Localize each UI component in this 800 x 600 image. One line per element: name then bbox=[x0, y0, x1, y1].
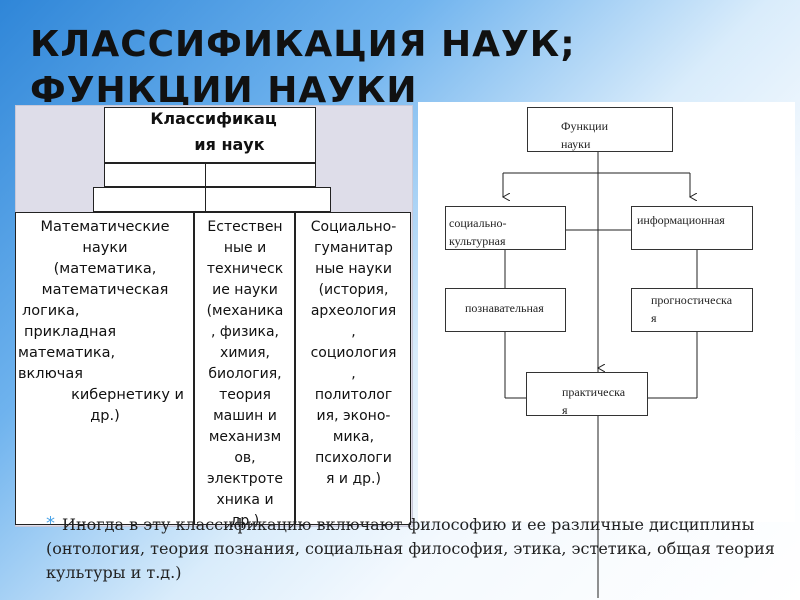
social-sciences-text: Социально- гуманитар ные науки (история,… bbox=[296, 217, 411, 490]
informational-box bbox=[631, 206, 753, 250]
math-line: математическая bbox=[41, 282, 169, 298]
social-line: психологи bbox=[315, 450, 392, 466]
practical-line-1: практическа bbox=[562, 385, 626, 399]
natural-line: ов, bbox=[234, 450, 256, 466]
natural-line: хника и bbox=[216, 492, 274, 508]
social-line: археология bbox=[310, 303, 397, 319]
functions-root-box bbox=[527, 107, 673, 152]
social-line: гуманитар bbox=[314, 240, 393, 256]
social-cultural-line-2: культурная bbox=[449, 234, 506, 248]
classification-bracket-box bbox=[93, 187, 331, 212]
note-bullet-icon: * bbox=[46, 513, 55, 534]
natural-line: механизм bbox=[208, 429, 282, 445]
social-line: , bbox=[351, 324, 356, 340]
prognostic-line-2: я bbox=[651, 311, 657, 325]
social-line: Социально- bbox=[310, 219, 397, 235]
natural-line: , физика, bbox=[211, 324, 279, 340]
math-line: прикладная bbox=[24, 324, 117, 340]
functions-root-line-2: науки bbox=[561, 137, 591, 151]
natural-line: электроте bbox=[206, 471, 284, 487]
natural-line: биология, bbox=[208, 366, 282, 382]
math-line: науки bbox=[82, 240, 128, 256]
social-line: я и др.) bbox=[326, 471, 381, 487]
classification-heading-line-1: Классификац bbox=[150, 109, 277, 128]
natural-column-box bbox=[194, 212, 295, 525]
social-line: социология bbox=[310, 345, 397, 361]
math-line: (математика, bbox=[53, 261, 157, 277]
note-text: Иногда в эту классификацию включают фило… bbox=[46, 515, 775, 582]
natural-line: (механика bbox=[206, 303, 284, 319]
math-column-box bbox=[15, 212, 194, 525]
math-line: математика, bbox=[18, 345, 116, 361]
classification-center-line bbox=[205, 163, 206, 212]
title-line-2: ФУНКЦИИ НАУКИ bbox=[30, 70, 418, 111]
natural-line: др.) bbox=[230, 513, 260, 529]
natural-line: машин и bbox=[213, 408, 277, 424]
social-line: ные науки bbox=[315, 261, 392, 277]
social-cultural-line-1: социально- bbox=[449, 216, 507, 230]
social-line: ия, эконо- bbox=[316, 408, 391, 424]
natural-line: ные и bbox=[223, 240, 267, 256]
natural-line: ие науки bbox=[212, 282, 278, 298]
classification-connector-box bbox=[104, 163, 316, 187]
math-line: включая bbox=[18, 366, 83, 382]
social-line: политолог bbox=[314, 387, 393, 403]
classification-heading-box bbox=[104, 107, 316, 163]
prognostic-box bbox=[631, 288, 753, 332]
math-line: Математические bbox=[40, 219, 170, 235]
math-line: др.) bbox=[90, 408, 120, 424]
social-column-box bbox=[295, 212, 411, 525]
classification-heading: Классификац ия наук bbox=[104, 106, 315, 158]
prognostic-line-1: прогностическа bbox=[651, 293, 733, 307]
cognitive-label: познавательная bbox=[465, 301, 544, 315]
math-line: логика, bbox=[22, 303, 80, 319]
practical-line-2: я bbox=[562, 403, 568, 417]
classification-heading-line-2: ия наук bbox=[194, 135, 265, 154]
informational-label: информационная bbox=[637, 213, 725, 227]
practical-box bbox=[526, 372, 648, 416]
social-line: (история, bbox=[318, 282, 389, 298]
natural-line: техническ bbox=[206, 261, 284, 277]
social-line: мика, bbox=[332, 429, 375, 445]
math-sciences-text: Математические науки (математика, матема… bbox=[16, 217, 194, 427]
math-line: кибернетику и bbox=[71, 387, 184, 403]
cognitive-box bbox=[445, 288, 566, 332]
social-line: , bbox=[351, 366, 356, 382]
functions-root-line-1: Функции bbox=[561, 119, 608, 133]
title-line-1: КЛАССИФИКАЦИЯ НАУК; bbox=[30, 24, 576, 65]
social-cultural-box bbox=[445, 206, 566, 250]
natural-line: химия, bbox=[220, 345, 270, 361]
natural-sciences-text: Естествен ные и техническ ие науки (меха… bbox=[195, 217, 295, 532]
natural-line: Естествен bbox=[207, 219, 283, 235]
slide-title: КЛАССИФИКАЦИЯ НАУК; ФУНКЦИИ НАУКИ bbox=[30, 22, 730, 114]
natural-line: теория bbox=[219, 387, 271, 403]
